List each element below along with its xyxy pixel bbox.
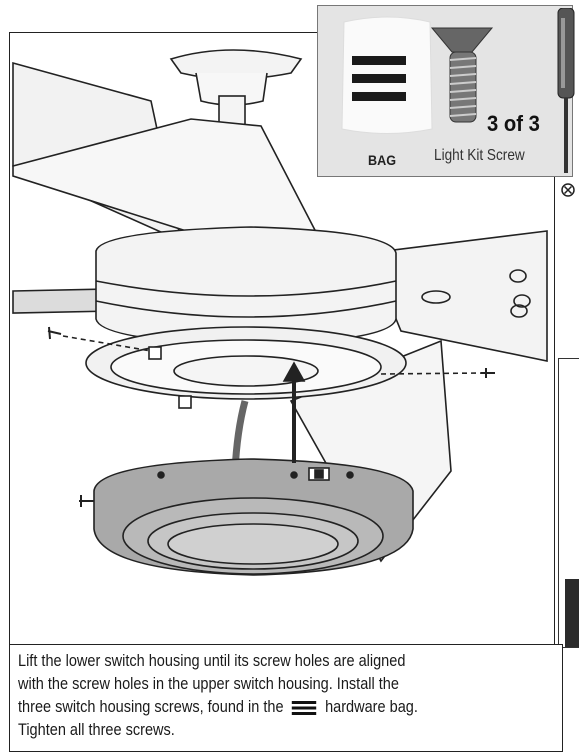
- screw-name: Light Kit Screw: [434, 147, 525, 164]
- hardware-bag-bars-icon: [291, 700, 317, 715]
- screw-count: 3 of 3: [487, 111, 540, 136]
- instruction-line-3b: hardware bag.: [325, 698, 418, 716]
- screw-icon: [430, 27, 494, 123]
- hardware-bag-icon: [341, 16, 433, 134]
- no-tool-icon: [561, 183, 575, 197]
- screwdriver-icon: [557, 8, 575, 173]
- three-bars-icon: [352, 56, 406, 65]
- instruction-box: Lift the lower switch housing until its …: [9, 644, 563, 752]
- instruction-text: Lift the lower switch housing until its …: [18, 650, 555, 742]
- instruction-line-1: Lift the lower switch housing until its …: [18, 652, 406, 670]
- next-step-panel-edge: [558, 358, 579, 648]
- instruction-line-2: with the screw holes in the upper switch…: [18, 675, 399, 693]
- bag-label: BAG: [368, 152, 397, 168]
- hardware-callout: BAG 3 of 3 Light Kit Screw: [317, 5, 575, 177]
- ceiling-fan-illustration: [12, 49, 548, 576]
- instruction-line-4: Tighten all three screws.: [18, 721, 175, 739]
- instruction-line-3a: three switch housing screws, found in th…: [18, 698, 284, 716]
